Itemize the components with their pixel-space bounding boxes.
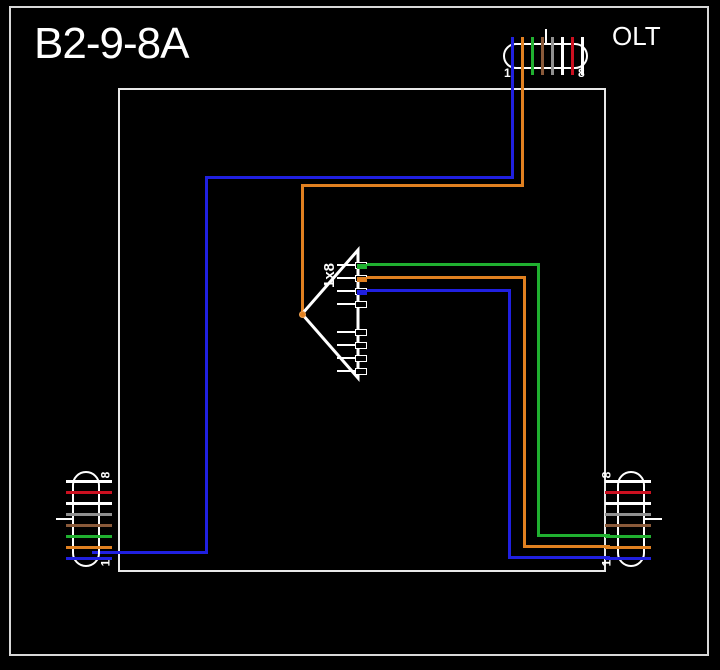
route-blue-splitter-to-right-seg2 <box>508 556 610 559</box>
right-pin-5-slate <box>605 513 651 516</box>
route-orange-olt-to-splitter-seg0 <box>521 69 524 187</box>
outer-frame <box>9 6 709 656</box>
olt-connector-stub <box>544 29 547 44</box>
splitter-input-node <box>299 311 306 318</box>
left-pin-5-slate <box>66 513 112 516</box>
left-connector-stub <box>56 518 73 520</box>
optical-splitter[interactable] <box>296 246 376 382</box>
olt-pin-4-brown <box>541 37 544 75</box>
route-blue-splitter-to-right-seg0 <box>367 289 511 292</box>
splitter-label: 1x8 <box>321 262 338 288</box>
splitter-port-6-lead <box>337 344 355 346</box>
route-blue-olt-to-left-seg3 <box>92 551 208 554</box>
splitter-port-3[interactable] <box>355 288 367 295</box>
splitter-port-5[interactable] <box>355 329 367 336</box>
left-pin-6-white <box>66 502 112 505</box>
left-pin-4-brown <box>66 524 112 527</box>
route-blue-olt-to-left-seg1 <box>205 176 514 179</box>
route-orange-splitter-to-right-seg2 <box>523 545 610 548</box>
splitter-port-7[interactable] <box>355 355 367 362</box>
right-pin-4-brown <box>605 524 651 527</box>
left-pin-3-green <box>66 535 112 538</box>
splitter-port-1[interactable] <box>355 262 367 269</box>
left-pin-7-red <box>66 491 112 494</box>
olt-pin-label-last: 8 <box>578 66 585 80</box>
route-orange-splitter-to-right-seg1 <box>523 276 526 548</box>
olt-label: OLT <box>612 21 661 51</box>
route-orange-olt-to-splitter-seg2 <box>301 184 304 317</box>
left-pin-8-white <box>66 480 112 483</box>
right-pin-label-bottom: 1 <box>599 559 614 567</box>
right-connector-stub <box>645 518 662 520</box>
splitter-port-8-lead <box>337 370 355 372</box>
left-pin-1-blue <box>66 557 112 560</box>
page-title: B2-9-8A <box>34 19 189 68</box>
splitter-port-5-lead <box>337 331 355 333</box>
olt-pin-3-green <box>531 37 534 75</box>
splitter-port-2[interactable] <box>355 275 367 282</box>
olt-connector-body <box>503 43 588 69</box>
route-green-splitter-to-right-seg0 <box>367 263 540 266</box>
route-blue-olt-to-left-seg0 <box>511 69 514 179</box>
left-pin-2-orange <box>66 546 112 549</box>
olt-pin-5-slate <box>551 37 554 75</box>
splitter-port-1-lead <box>337 264 355 266</box>
olt-pin-8-white <box>581 37 584 75</box>
right-connector-body <box>617 471 645 567</box>
right-pin-6-white <box>605 502 651 505</box>
right-pin-2-orange <box>605 546 651 549</box>
splitter-port-4-lead <box>337 303 355 305</box>
olt-pin-label-first: 1 <box>504 66 511 80</box>
right-pin-3-green <box>605 535 651 538</box>
right-pin-1-blue <box>605 557 651 560</box>
splitter-port-3-fiber <box>357 290 367 295</box>
splitter-port-2-lead <box>337 277 355 279</box>
right-pin-8-white <box>605 480 651 483</box>
splitter-triangle-icon <box>300 246 360 382</box>
splitter-port-6[interactable] <box>355 342 367 349</box>
splitter-port-2-fiber <box>357 277 367 282</box>
splitter-port-8[interactable] <box>355 368 367 375</box>
splitter-port-3-lead <box>337 290 355 292</box>
splitter-port-1-fiber <box>357 264 367 269</box>
olt-pin-2-orange <box>521 37 524 75</box>
route-blue-olt-to-left-seg2 <box>205 176 208 554</box>
route-blue-splitter-to-right-seg1 <box>508 289 511 559</box>
route-orange-olt-to-splitter-seg1 <box>301 184 524 187</box>
splitter-port-7-lead <box>337 357 355 359</box>
right-pin-label-top: 8 <box>599 471 614 479</box>
route-green-splitter-to-right-seg2 <box>537 534 610 537</box>
right-pin-7-red <box>605 491 651 494</box>
olt-pin-6-white <box>561 37 564 75</box>
olt-pin-1-blue <box>511 37 514 75</box>
splitter-port-4[interactable] <box>355 301 367 308</box>
left-pin-label-top: 8 <box>98 471 113 479</box>
routing-boundary-rectangle <box>118 88 606 572</box>
route-orange-splitter-to-right-seg0 <box>367 276 526 279</box>
left-pin-label-bottom: 1 <box>98 559 113 567</box>
left-connector-body <box>72 471 100 567</box>
olt-pin-7-red <box>571 37 574 75</box>
route-green-splitter-to-right-seg1 <box>537 263 540 537</box>
